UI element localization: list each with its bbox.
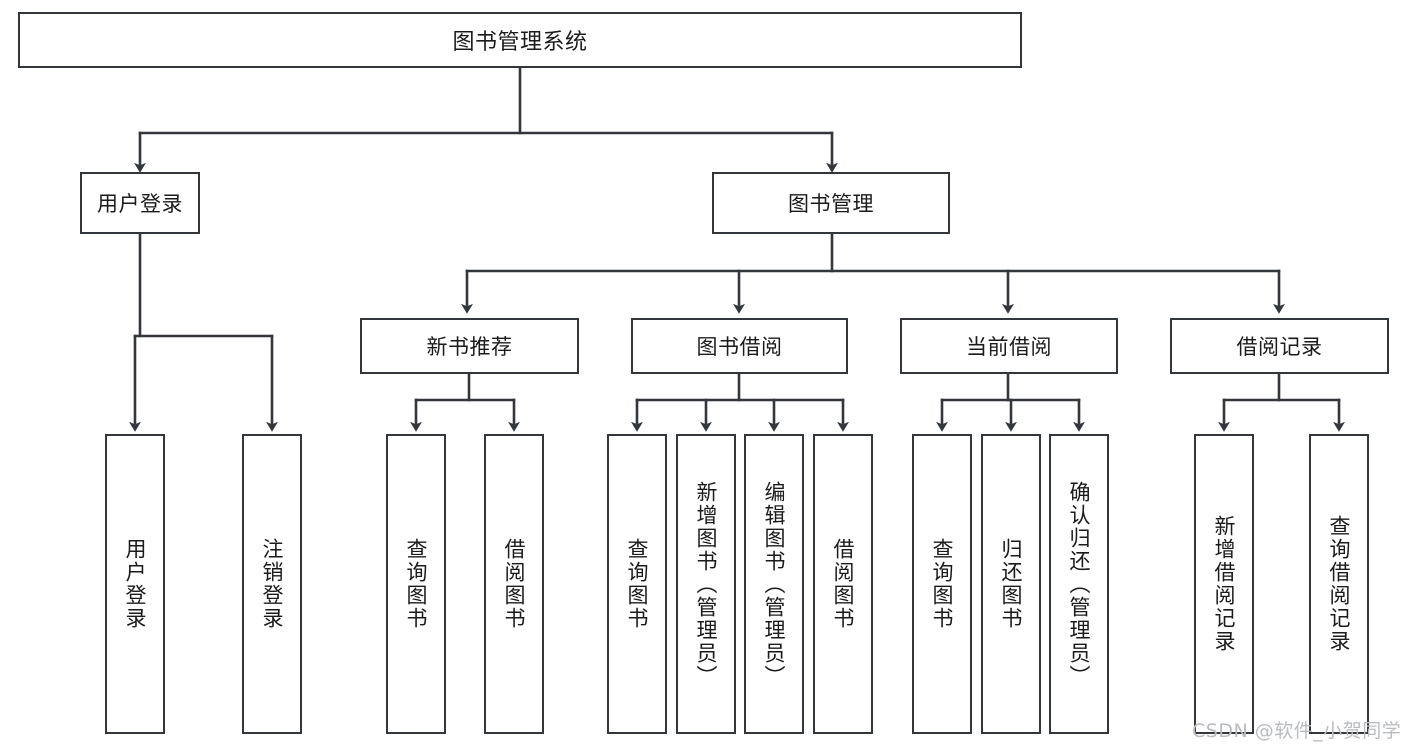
leaf-recommend-borrow-book[interactable]: 借阅图书	[484, 434, 544, 734]
leaf-label: 查询借阅记录	[1327, 515, 1352, 653]
leaf-label: 新增借阅记录	[1212, 515, 1237, 653]
leaf-current-confirm-return-admin[interactable]: 确认归还（管理员）	[1049, 434, 1109, 734]
leaf-label: 用户登录	[123, 538, 148, 630]
node-user-login[interactable]: 用户登录	[80, 172, 200, 234]
leaf-user-login-login[interactable]: 用户登录	[105, 434, 165, 734]
leaf-user-login-logout[interactable]: 注销登录	[242, 434, 302, 734]
node-book-borrow[interactable]: 图书借阅	[631, 318, 848, 374]
leaf-label: 确认归还（管理员）	[1067, 480, 1092, 688]
watermark-text: CSDN @软件_小贺同学	[1192, 720, 1402, 742]
leaf-current-query-book[interactable]: 查询图书	[912, 434, 972, 734]
leaf-label: 新增图书（管理员）	[694, 480, 719, 688]
leaf-label: 编辑图书（管理员）	[762, 480, 787, 688]
node-root-system[interactable]: 图书管理系统	[18, 12, 1022, 68]
leaf-record-query-record[interactable]: 查询借阅记录	[1309, 434, 1369, 734]
leaf-label: 查询图书	[404, 538, 429, 630]
node-book-management[interactable]: 图书管理	[712, 172, 950, 234]
leaf-label: 归还图书	[999, 538, 1024, 630]
leaf-label: 注销登录	[260, 538, 285, 630]
leaf-label: 查询图书	[930, 538, 955, 630]
leaf-label: 查询图书	[625, 538, 650, 630]
leaf-label: 借阅图书	[502, 538, 527, 630]
leaf-current-return-book[interactable]: 归还图书	[981, 434, 1041, 734]
node-current-borrow[interactable]: 当前借阅	[900, 318, 1118, 374]
leaf-record-add-record[interactable]: 新增借阅记录	[1194, 434, 1254, 734]
leaf-borrow-edit-book-admin[interactable]: 编辑图书（管理员）	[744, 434, 804, 734]
leaf-borrow-borrow-book[interactable]: 借阅图书	[813, 434, 873, 734]
leaf-borrow-add-book-admin[interactable]: 新增图书（管理员）	[676, 434, 736, 734]
leaf-recommend-query-book[interactable]: 查询图书	[386, 434, 446, 734]
leaf-borrow-query-book[interactable]: 查询图书	[607, 434, 667, 734]
node-borrow-record[interactable]: 借阅记录	[1170, 318, 1389, 374]
node-new-book-recommend[interactable]: 新书推荐	[360, 318, 579, 374]
leaf-label: 借阅图书	[831, 538, 856, 630]
